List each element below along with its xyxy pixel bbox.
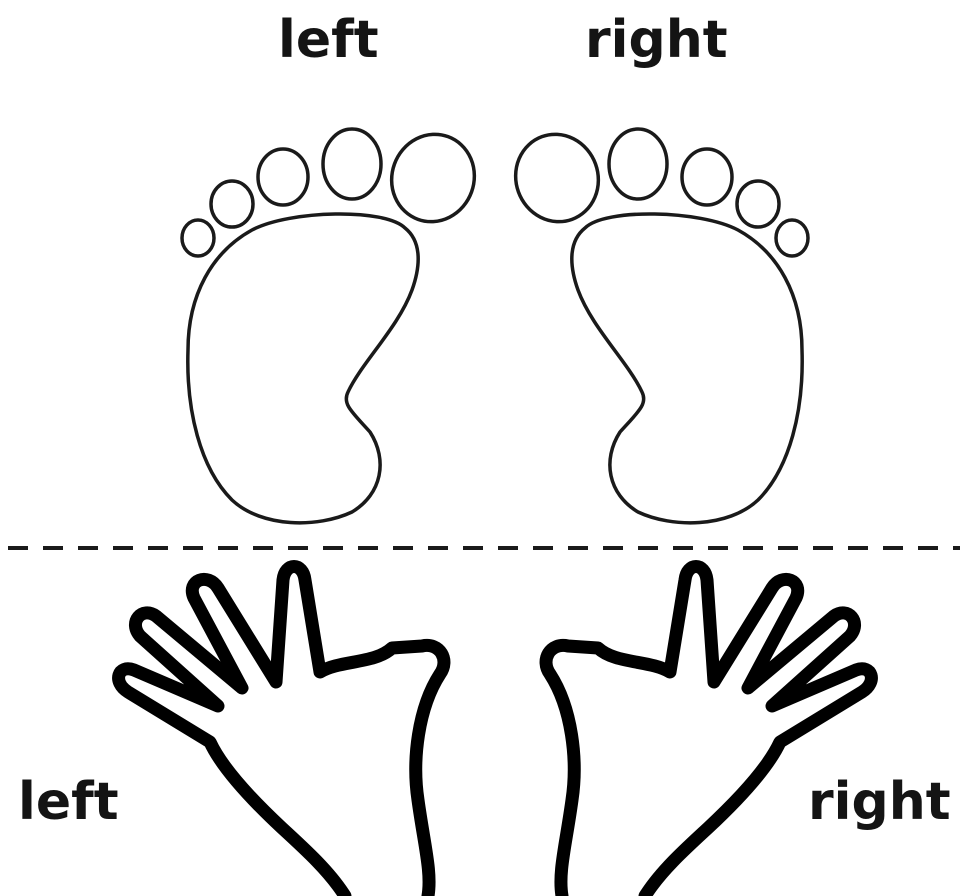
right-foot-label: right [585,14,728,66]
right-hand [546,567,871,896]
right-hand-label: right [808,776,951,828]
right-foot-toe-4 [737,181,779,227]
left-hand-outline [119,567,444,896]
left-foot-sole [188,214,418,523]
left-foot [182,123,487,523]
right-hand-outline [546,567,871,896]
left-foot-toe-3 [258,149,308,205]
right-foot-big-toe [503,123,610,234]
right-foot-sole [572,214,802,523]
left-hand-label: left [18,776,119,828]
right-foot-toe-2 [609,129,667,199]
right-foot [503,123,808,523]
left-foot-toe-2 [323,129,381,199]
left-foot-toe-5 [182,220,214,256]
left-foot-big-toe [379,123,486,234]
right-foot-toe-5 [776,220,808,256]
right-foot-toe-3 [682,149,732,205]
left-foot-label: left [278,14,379,66]
left-foot-toe-4 [211,181,253,227]
left-hand [119,567,444,896]
